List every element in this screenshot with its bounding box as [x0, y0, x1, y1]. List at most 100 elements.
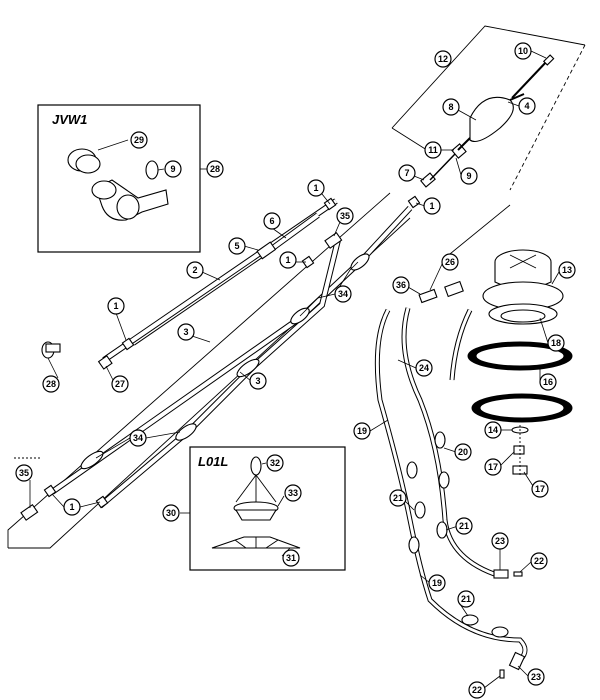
callout-c18: 18: [547, 334, 565, 352]
callout-circle: [527, 668, 545, 686]
callout-circle: [423, 197, 441, 215]
callout-number: 28: [46, 379, 56, 389]
leader-28b: [47, 357, 59, 379]
callout-c35a: 35: [336, 207, 354, 225]
callout-c7: 7: [398, 164, 416, 182]
callout-c21b: 21: [455, 517, 473, 535]
callout-c28a: 28: [206, 160, 224, 178]
string-a: [235, 474, 257, 503]
frame-12-left: [391, 127, 431, 153]
callout-number: 34: [338, 289, 348, 299]
callout-number: 20: [458, 447, 468, 457]
callout-number: 5: [234, 241, 239, 251]
float-d: [175, 423, 197, 441]
cone-rib-1: [234, 539, 247, 549]
float-a: [236, 358, 260, 378]
disc-32: [250, 456, 262, 476]
callout-circle: [266, 454, 284, 472]
callout-circle: [228, 237, 246, 255]
leader-1a: [321, 193, 331, 205]
leader-9a: [157, 168, 165, 171]
callout-circle: [398, 164, 416, 182]
callout-c17a: 17: [484, 458, 502, 476]
bead-5: [438, 471, 450, 489]
valve-stem: [457, 137, 471, 151]
callout-number: 34: [133, 433, 143, 443]
inset-jvw1-title: JVW1: [52, 112, 87, 127]
upper-assembly: [420, 54, 555, 188]
callout-number: 12: [438, 54, 448, 64]
callout-number: 17: [488, 462, 498, 472]
callout-circle: [434, 50, 452, 68]
callout-c16: 16: [539, 373, 557, 391]
frame-12-top: [391, 25, 586, 129]
callout-c11: 11: [424, 141, 442, 159]
callout-c19b: 19: [428, 574, 446, 592]
callout-number: 21: [461, 594, 471, 604]
fitting-23a: [493, 569, 509, 579]
callout-circle: [206, 160, 224, 178]
coupler-29-inner: [75, 154, 101, 174]
cap-detail-2: [509, 254, 537, 269]
callout-c12: 12: [434, 50, 452, 68]
callout-circle: [415, 359, 433, 377]
callout-circle: [491, 532, 509, 550]
callout-number: 35: [340, 211, 350, 221]
callout-number: 4: [524, 101, 529, 111]
callout-circle: [334, 285, 352, 303]
bead-7: [461, 614, 479, 626]
callout-c1c: 1: [279, 251, 297, 269]
leader-32: [261, 462, 267, 465]
callout-c10a: 10: [514, 42, 532, 60]
callout-circle: [130, 131, 148, 149]
callout-c22b: 22: [468, 681, 486, 699]
callout-c35b: 35: [15, 464, 33, 482]
fitting-27: [97, 355, 113, 370]
bead-6: [436, 521, 448, 539]
leader-1d: [115, 312, 127, 341]
callout-circle: [428, 574, 446, 592]
callout-circle: [539, 373, 557, 391]
callout-c2: 2: [186, 261, 204, 279]
connector-1c: [301, 255, 315, 269]
cone-rib-3: [265, 539, 279, 549]
callout-number: 35: [19, 468, 29, 478]
callout-number: 10: [518, 46, 528, 56]
callout-circle: [531, 480, 549, 498]
leader-1e: [51, 493, 65, 508]
frame-axis-dash: [509, 44, 586, 191]
leader-24: [397, 359, 417, 369]
leaders: [29, 50, 560, 689]
callout-circle: [162, 504, 180, 522]
callout-c29: 29: [130, 131, 148, 149]
callout-c22a: 22: [530, 552, 548, 570]
tip-22b: [499, 669, 505, 679]
hose-34a-inner: [50, 206, 412, 494]
callout-number: 13: [562, 265, 572, 275]
float-8: [469, 96, 514, 143]
callout-c24: 24: [415, 359, 433, 377]
bead-4: [434, 431, 446, 449]
leader-2: [201, 271, 221, 281]
callout-circle: [530, 552, 548, 570]
string-b: [255, 474, 277, 503]
callout-c21c: 21: [457, 590, 475, 608]
hose-20-inner: [402, 307, 501, 578]
callout-number: 11: [428, 145, 438, 155]
callout-circle: [336, 207, 354, 225]
connector-1d: [121, 337, 135, 351]
callout-c1d: 1: [107, 297, 125, 315]
leader-3b: [239, 371, 252, 382]
callout-circle: [284, 484, 302, 502]
callout-c17b: 17: [531, 480, 549, 498]
callout-number: 24: [419, 363, 429, 373]
leader-10: [530, 50, 547, 59]
callout-c8: 8: [442, 98, 460, 116]
callout-number: 33: [288, 488, 298, 498]
callout-number: 1: [113, 301, 118, 311]
bead-8: [491, 626, 509, 638]
callout-circle: [389, 489, 407, 507]
callout-c9a: 9: [164, 160, 182, 178]
